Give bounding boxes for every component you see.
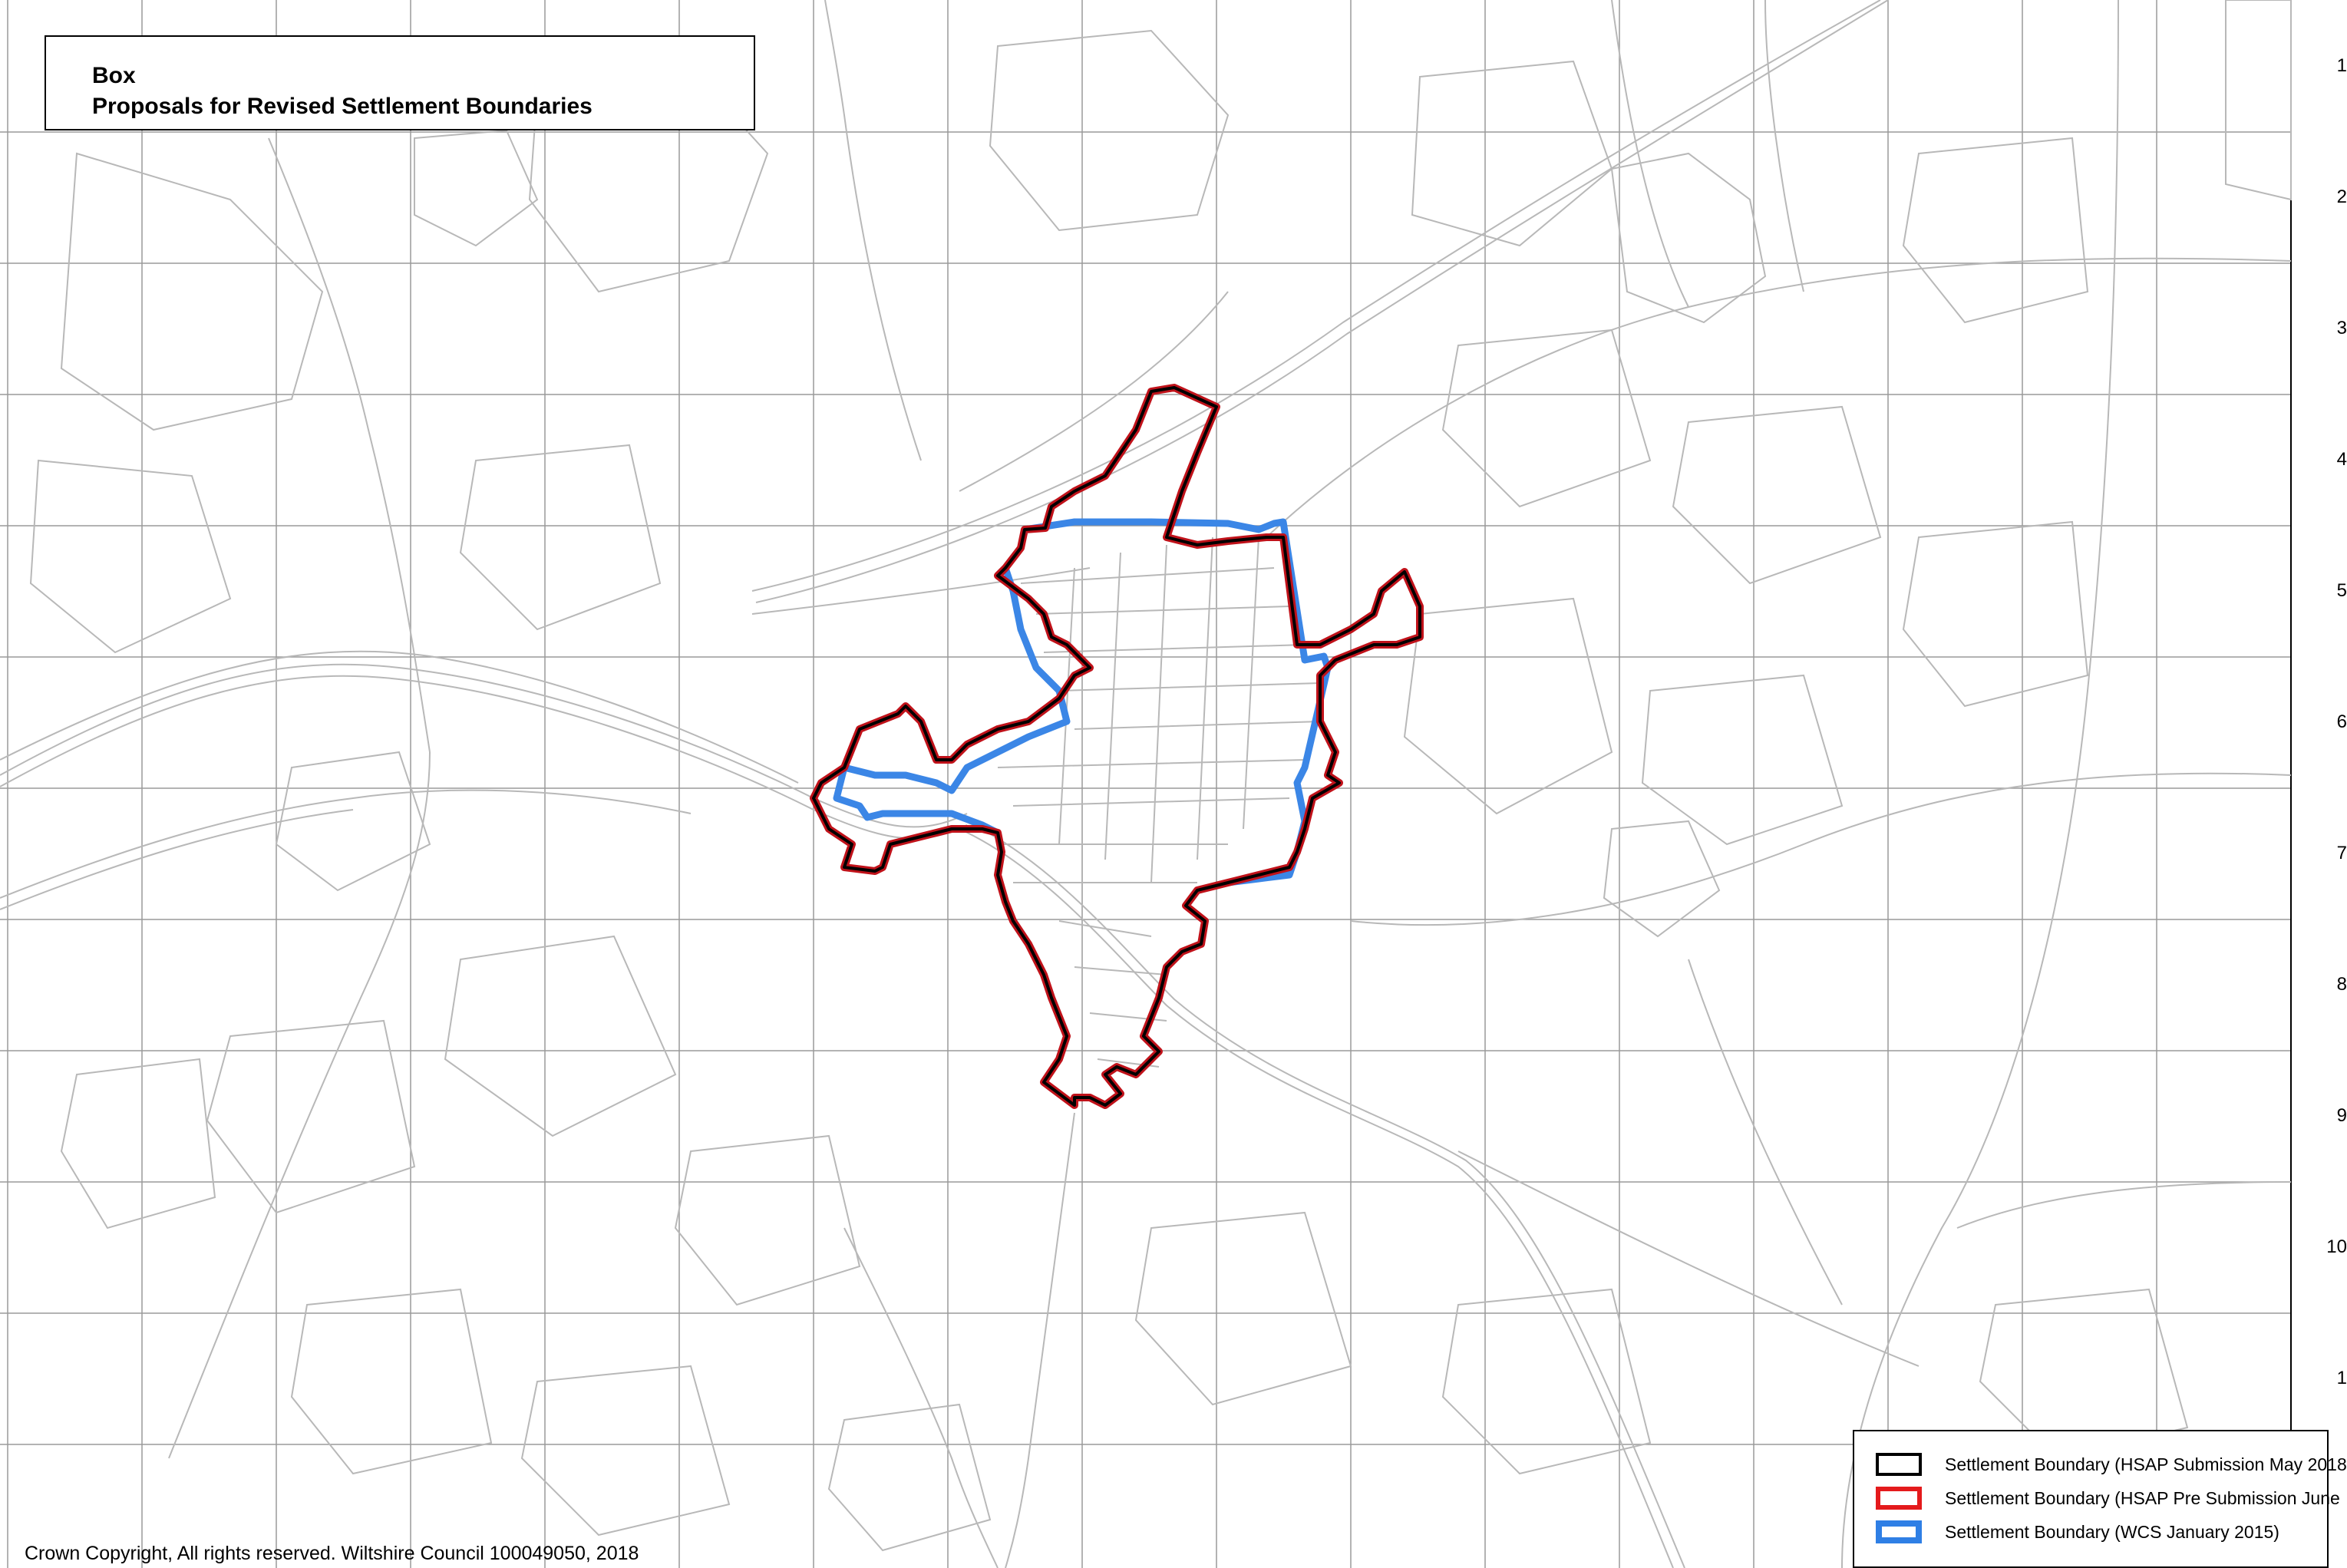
legend-swatch: [1876, 1453, 1922, 1476]
title-box: Box Proposals for Revised Settlement Bou…: [45, 35, 755, 130]
grid-label: 4: [2336, 449, 2347, 470]
legend-label: Settlement Boundary (HSAP Pre Submission…: [1945, 1488, 2340, 1508]
grid-label: 9: [2336, 1105, 2347, 1126]
copyright-notice: Crown Copyright, All rights reserved. Wi…: [25, 1543, 639, 1564]
grid-label: 8: [2336, 974, 2347, 995]
grid-label: 7: [2336, 843, 2347, 863]
legend-swatch: [1876, 1487, 1922, 1510]
legend-label: Settlement Boundary (WCS January 2015): [1945, 1522, 2279, 1542]
map-grid: [0, 0, 2292, 1568]
map-subtitle: Proposals for Revised Settlement Boundar…: [92, 94, 593, 119]
grid-label: 5: [2336, 580, 2347, 601]
boundary-hsap-submission: [812, 386, 1421, 1107]
legend-swatch: [1876, 1520, 1922, 1543]
base-map-lines: [0, 0, 2292, 1568]
map-legend: Settlement Boundary (HSAP Submission May…: [1853, 1430, 2347, 1568]
grid-label: 6: [2336, 711, 2347, 732]
grid-label: 2: [2336, 187, 2347, 207]
legend-label: Settlement Boundary (HSAP Submission May…: [1945, 1454, 2347, 1474]
grid-label: 10: [2326, 1236, 2347, 1257]
map-title: Box: [92, 63, 136, 88]
grid-label: 3: [2336, 318, 2347, 338]
grid-label: 1: [2336, 1368, 2347, 1388]
grid-label: 1: [2336, 55, 2347, 76]
